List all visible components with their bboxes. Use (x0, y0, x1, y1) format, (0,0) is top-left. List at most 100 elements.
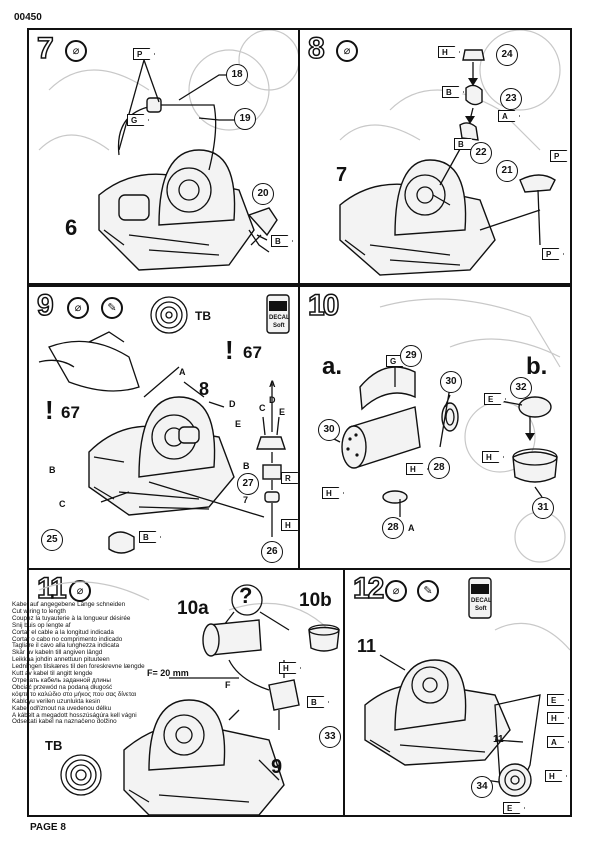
ref-marker: ! (45, 395, 54, 425)
sub-label: 11 (493, 734, 504, 745)
part-tag: H (482, 451, 504, 463)
assembly-label: 7 (336, 164, 348, 186)
letter-b: B (49, 465, 56, 475)
part-tag: H (545, 770, 567, 782)
step-11-drawing (38, 581, 340, 815)
instruction-line: Cortar o cabo no comprimento indicado (12, 635, 123, 643)
part-callout: 21 (496, 160, 518, 182)
instruction-line: Kabel auf angegebene Länge schneiden (12, 601, 126, 608)
measurement: F= 20 mm (147, 668, 189, 678)
ref-step: 67 (243, 343, 262, 362)
part-callout: 34 (471, 776, 493, 798)
step-number: 8 (307, 31, 325, 66)
part-callout: 24 (496, 44, 518, 66)
part-callout: 28 (382, 517, 404, 539)
part-tag: E (547, 694, 569, 706)
part-tag: P (133, 48, 155, 60)
letter-a: A (408, 523, 415, 533)
part-callout: 26 (261, 541, 283, 563)
instruction-line: Отрезать кабель заданной длины (12, 676, 111, 684)
part-tag: H (406, 463, 428, 475)
letter-c: C (59, 499, 66, 509)
dist-letter: 7 (243, 495, 249, 505)
instruction-line: Kabloyu verilen uzunlukta kesin (12, 697, 101, 705)
step-number: 12 (352, 571, 385, 606)
tube-label: TB (45, 738, 63, 753)
step-8-drawing (339, 30, 561, 276)
question-mark: ? (239, 583, 253, 608)
part-callout: 32 (510, 377, 532, 399)
part-tag: H (281, 519, 298, 531)
glue-icon: ⌀ (65, 40, 87, 62)
dist-letter: E (279, 407, 286, 417)
glue-icon: ⌀ (336, 40, 358, 62)
step-number: 7 (36, 31, 54, 66)
sub-b-label: b. (526, 353, 548, 380)
part-tag: H (547, 712, 569, 724)
tube-spiral (150, 296, 188, 334)
ref-step: 67 (61, 403, 80, 422)
instruction-line: Leikkaa johdin annettuun pituuteen (12, 656, 110, 664)
instruction-line: Coupez la tuyauterie à la longueur désir… (12, 614, 131, 622)
step-12-panel: 12 ⌀ ✎ DECAL Soft 11 11 E H A H E 34 (343, 568, 572, 817)
part-callout: 29 (400, 345, 422, 367)
assembly-label: 6 (65, 215, 78, 240)
instruction-line: Skär av kabeln till angiven längd (12, 649, 103, 657)
instruction-line: κόψτε το καλώδιο στο μήκος που σας δίνετ… (12, 690, 137, 698)
variant-a-label: 10a (177, 598, 209, 619)
step-8-panel: 8 ⌀ H B A B P P 24 23 22 21 7 (298, 28, 572, 285)
part-tag: B (271, 235, 293, 247)
decal-label: DECAL (471, 598, 492, 604)
part-callout: 25 (41, 529, 63, 551)
part-tag: E (484, 393, 506, 405)
glue-icon: ⌀ (67, 297, 89, 319)
part-tag: B (307, 696, 329, 708)
assembly-label: 9 (271, 756, 283, 778)
part-callout: 33 (319, 726, 341, 748)
instruction-line: Tagliare il cavo alla lunghezza indicata (12, 642, 120, 650)
glue-icon: ⌀ (385, 580, 407, 602)
instruction-line: Snij buis op lengte af (12, 621, 71, 629)
part-callout: 27 (237, 473, 259, 495)
part-tag: H (322, 487, 344, 499)
instruction-line: Cortar el cable a la longitud indicada (12, 628, 114, 636)
tube-spiral (60, 754, 102, 796)
instruction-line: Obciąć przewód na podaną długość (12, 683, 113, 691)
instruction-line: A kábelt a megadott hosszúságúra kell vá… (12, 711, 137, 719)
assembly-label: 11 (357, 636, 377, 656)
part-callout: 23 (500, 88, 522, 110)
instruction-line: Kabel odříznout na uvedenou délku (12, 704, 112, 712)
part-callout: 30 (318, 419, 340, 441)
part-tag: P (550, 150, 570, 162)
letter-d: D (229, 399, 236, 409)
step-number: 10 (307, 288, 340, 323)
sub-a-label: a. (322, 353, 343, 380)
ref-marker: ! (225, 335, 234, 365)
variant-b-label: 10b (299, 590, 332, 611)
step-7-drawing (38, 30, 298, 271)
letter-f: F (225, 680, 231, 690)
part-tag: A (547, 736, 569, 748)
part-tag: B (442, 86, 464, 98)
step-7-panel: 7 ⌀ P G B 18 19 20 6 (27, 28, 300, 285)
part-tag: B (139, 531, 161, 543)
step-11-panel: 11 ⌀ ? 10a 10b F= 20 mm F B H 33 9 TB (27, 568, 345, 817)
part-callout: 22 (470, 142, 492, 164)
part-tag: E (503, 802, 525, 814)
part-tag: A (498, 110, 520, 122)
assembly-label: 8 (199, 379, 210, 399)
dist-letter: A (269, 379, 276, 389)
soft-label: Soft (475, 606, 487, 612)
dist-letter: D (269, 395, 276, 405)
paint-icon: ✎ (101, 297, 123, 319)
step-9-drawing (38, 294, 290, 554)
soft-label: Soft (273, 323, 285, 329)
page-code: 00450 (14, 12, 42, 23)
cut-instructions: Kabel auf angegebene Länge schneiden Cut… (12, 601, 192, 726)
letter-a: A (179, 367, 186, 377)
instruction-line: Odsekati kabel na naznačeno dolžino (12, 718, 117, 726)
part-callout: 18 (226, 64, 248, 86)
part-callout: 20 (252, 183, 274, 205)
dist-letter: B (243, 461, 250, 471)
part-callout: 19 (234, 108, 256, 130)
